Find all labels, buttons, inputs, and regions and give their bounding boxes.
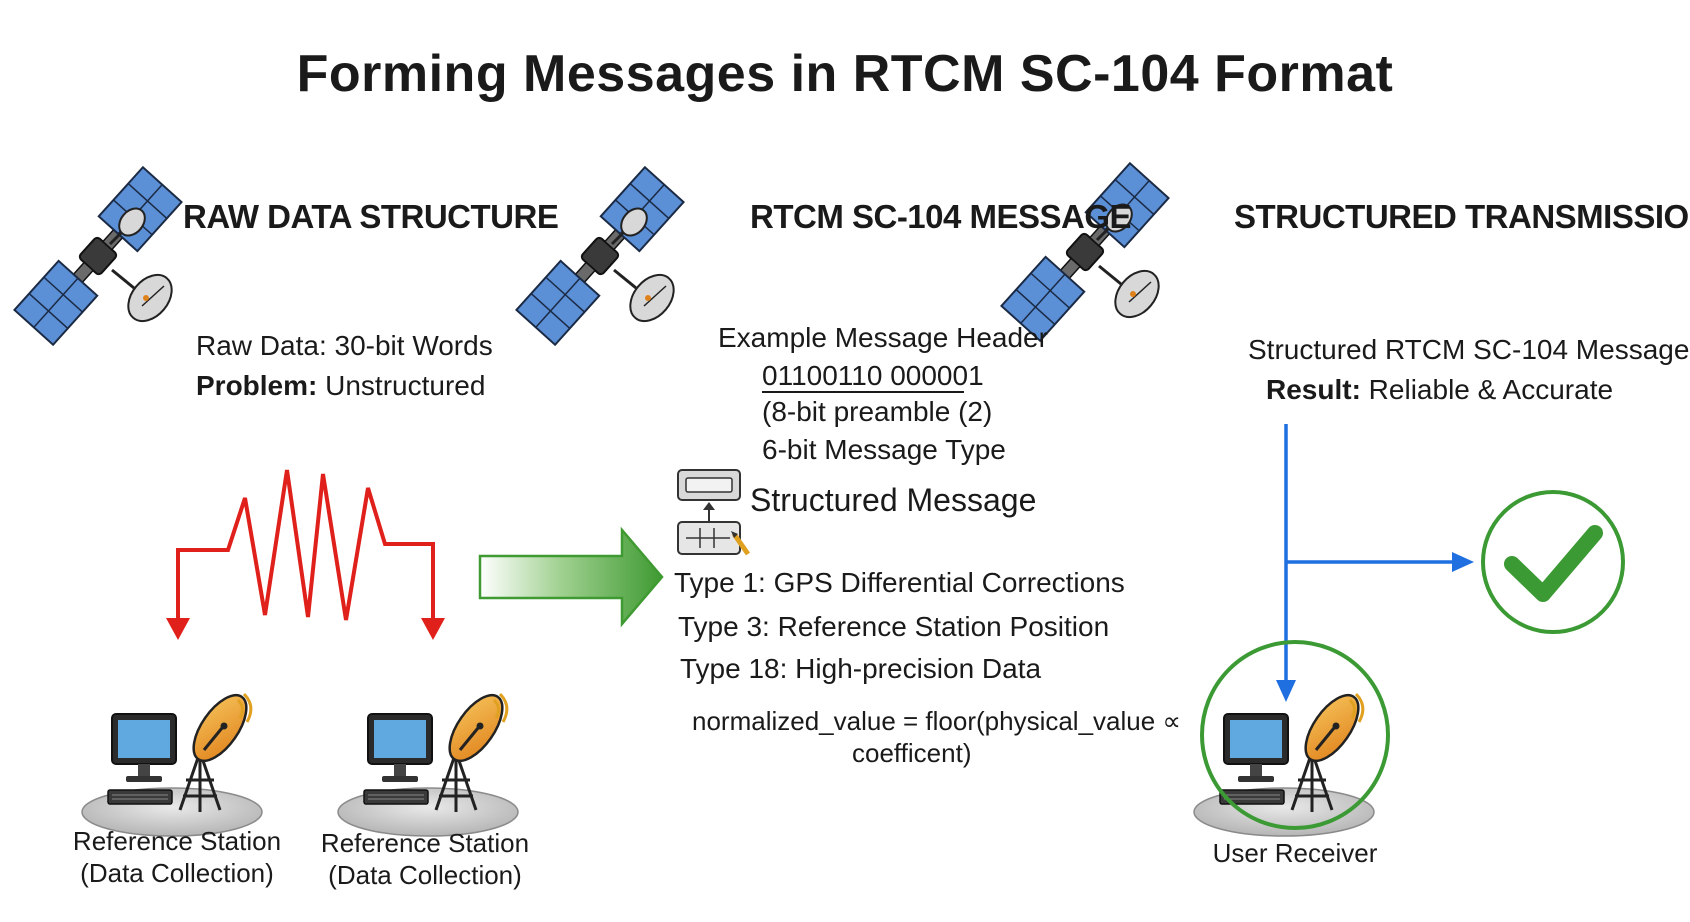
header-label: Example Message Header — [718, 322, 1048, 353]
station-2-caption-line2: (Data Collection) — [328, 860, 522, 890]
structured-message-icon — [677, 469, 751, 556]
transmission-result-line: Result: Reliable & Accurate — [1266, 374, 1614, 405]
message-type-18: Type 18: High-precision Data — [680, 653, 1042, 684]
header-bits: 01100110 000001 — [762, 360, 984, 391]
message-type-1: Type 1: GPS Differential Corrections — [674, 567, 1125, 598]
user-receiver-caption: User Receiver — [1212, 838, 1378, 868]
flow-arrow — [478, 526, 664, 628]
transmission-lines — [1284, 424, 1452, 680]
satellite-icon-transmission — [999, 161, 1171, 343]
formula-line-2: coefficent) — [852, 738, 972, 768]
station-2-caption-line1: Reference Station — [320, 828, 530, 858]
header-message-type: 6-bit Message Type — [762, 434, 1006, 465]
checkmark-ring — [1481, 490, 1625, 634]
transmission-line: Structured RTCM SC-104 Message — [1248, 334, 1690, 365]
raw-signal-waveform — [176, 469, 435, 621]
satellite-icon-message — [514, 165, 686, 347]
message-type-3: Type 3: Reference Station Position — [678, 611, 1110, 642]
formula-line-1: normalized_value = floor(physical_value … — [692, 706, 1181, 736]
receiver-highlight-ring — [1200, 640, 1390, 830]
station-1-caption-line2: (Data Collection) — [80, 858, 274, 888]
structured-message-label: Structured Message — [750, 482, 1037, 518]
heading-transmission: STRUCTURED TRANSMISSION — [1234, 198, 1690, 235]
signal-arrowhead-left — [166, 618, 190, 640]
station-1-caption-line1: Reference Station — [72, 826, 282, 856]
raw-data-line: Raw Data: 30-bit Words — [196, 330, 493, 361]
signal-arrowhead-right — [421, 618, 445, 640]
reference-station-icon-2 — [336, 685, 520, 838]
raw-problem-line: Problem: Unstructured — [196, 370, 486, 401]
transmission-arrowhead-right — [1452, 552, 1474, 572]
satellite-icon-raw — [12, 165, 184, 347]
checkmark-icon — [1504, 525, 1603, 602]
header-preamble: (8-bit preamble (2) — [762, 396, 993, 427]
heading-raw-data: RAW DATA STRUCTURE — [183, 198, 559, 235]
reference-station-icon-1 — [80, 685, 264, 838]
transmission-arrowhead-down — [1276, 680, 1296, 702]
heading-rtcm-message: RTCM SC-104 MESSAGE — [750, 198, 1132, 235]
diagram-title: Forming Messages in RTCM SC-104 Format — [296, 45, 1394, 103]
